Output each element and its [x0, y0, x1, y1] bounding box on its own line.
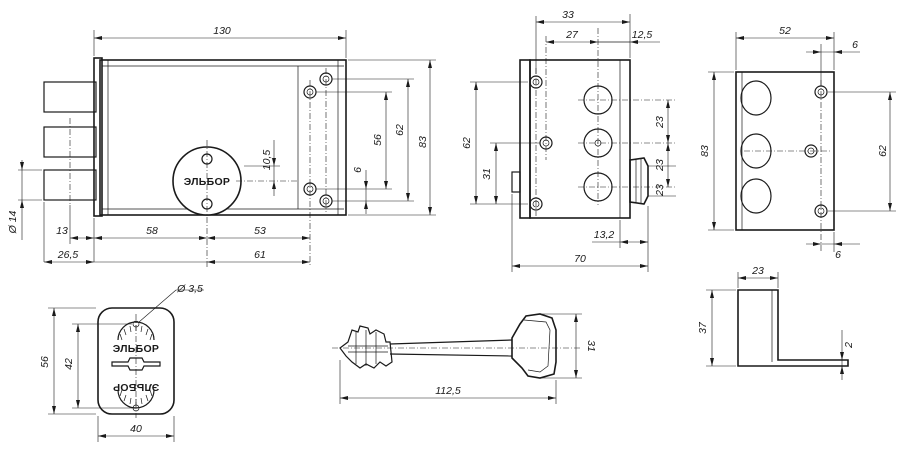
esc-dim-40: 40 — [130, 423, 142, 435]
side-dim-23-b: 23 — [654, 159, 666, 172]
side-dim-31: 31 — [481, 168, 493, 180]
dim-83: 83 — [417, 136, 429, 148]
strike-plate-view — [735, 71, 835, 252]
bracket-dim-2: 2 — [843, 342, 855, 349]
dim-13: 13 — [56, 225, 68, 237]
strike-dim-83: 83 — [699, 145, 711, 157]
side-dim-23-c: 23 — [654, 184, 666, 197]
esc-dim-56: 56 — [39, 356, 51, 368]
bracket-view — [737, 289, 849, 367]
key-view — [332, 313, 580, 379]
side-body — [529, 59, 631, 219]
key-shank-bottom — [389, 353, 513, 357]
dim-26-5: 26,5 — [57, 249, 79, 261]
escutcheon-view: ЭЛЬБОР ЭЛЬБОР — [97, 307, 175, 418]
esc-dim-42: 42 — [63, 358, 75, 370]
strike-dim-62: 62 — [877, 145, 889, 157]
faceplate — [93, 57, 103, 217]
dim-62: 62 — [394, 124, 406, 136]
strike-dim-6-bottom: 6 — [835, 249, 841, 261]
dim-58: 58 — [146, 225, 158, 237]
escutcheon-dimensions: Ø 3,5 56 42 40 — [39, 283, 204, 442]
dim-61: 61 — [254, 249, 266, 261]
dim-6: 6 — [352, 167, 364, 173]
side-dim-27: 27 — [565, 29, 579, 41]
strike-plate — [735, 71, 835, 231]
strike-bolt-hole — [740, 80, 772, 116]
side-faceplate — [519, 59, 531, 219]
dim-dia-14: Ø 14 — [7, 210, 19, 234]
bracket-dimensions: 23 37 2 — [697, 265, 855, 380]
key-dimensions: 31 112,5 — [339, 313, 597, 404]
side-dim-13-2: 13,2 — [594, 229, 615, 241]
dim-10-5: 10,5 — [261, 150, 273, 171]
escutcheon-brand-bottom: ЭЛЬБОР — [113, 381, 160, 393]
strike-dim-6-top: 6 — [852, 39, 858, 51]
side-view-dimensions: 33 27 12,5 62 31 23 23 23 — [461, 9, 676, 272]
key-shank-top — [389, 339, 513, 345]
escutcheon-keyhole — [111, 357, 161, 371]
side-dim-12-5: 12,5 — [632, 29, 653, 41]
dim-130: 130 — [213, 25, 231, 37]
key-bow — [511, 313, 557, 379]
side-dim-70: 70 — [574, 253, 586, 265]
dim-56: 56 — [372, 134, 384, 146]
lock-side-view — [511, 28, 676, 219]
esc-dim-hole: Ø 3,5 — [176, 283, 203, 295]
key-dim-112-5: 112,5 — [435, 385, 461, 397]
bracket-profile — [737, 289, 849, 367]
side-cylinder — [629, 157, 649, 205]
bracket-dim-23: 23 — [751, 265, 764, 277]
dim-53: 53 — [254, 225, 266, 237]
lock-front-view: ЭЛЬБОР — [43, 57, 347, 268]
side-dim-62: 62 — [461, 137, 473, 149]
lock-body — [99, 59, 347, 216]
bolt-top — [43, 81, 97, 113]
side-dim-23-a: 23 — [654, 116, 666, 129]
key-bit — [339, 325, 393, 369]
side-dim-33: 33 — [562, 9, 574, 21]
bracket-dim-37: 37 — [697, 321, 709, 334]
strike-bolt-hole — [740, 178, 772, 214]
key-dim-31: 31 — [585, 340, 597, 352]
front-view-dimensions: 130 83 62 56 6 10,5 — [7, 25, 436, 264]
strike-dim-52: 52 — [779, 25, 791, 37]
strike-plate-dimensions: 52 6 83 62 6 — [699, 25, 896, 261]
